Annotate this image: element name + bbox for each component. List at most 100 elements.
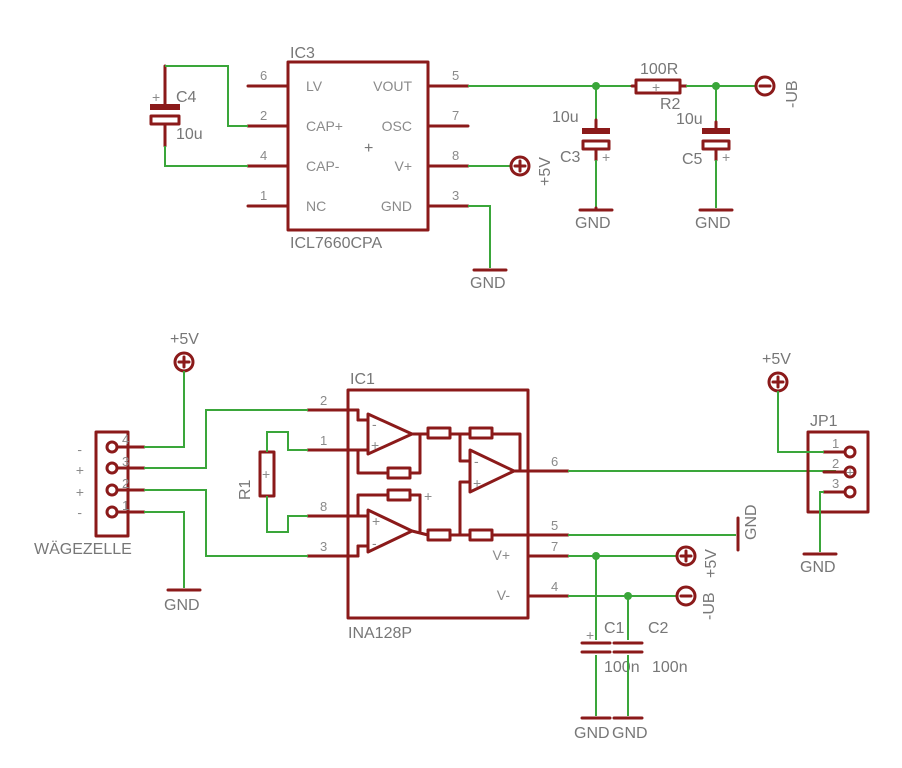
ic1-value: INA128P [348, 625, 412, 642]
int-resistor [386, 466, 412, 480]
loadcell-sign: + [76, 463, 84, 479]
ic1-pin-num: 6 [551, 454, 558, 469]
ic3-body [286, 60, 430, 232]
supply-5v-ic1: +5V [675, 545, 720, 578]
vcc-label: +5V [170, 331, 199, 348]
vcc-label: +5V [703, 549, 720, 578]
ic3-pin-num: 5 [452, 68, 459, 83]
wire-r1-bottom [266, 496, 308, 533]
wire-loadcell-signal-minus [144, 489, 308, 557]
ic3-pin-num: 2 [260, 108, 267, 123]
gnd-label: GND [800, 559, 836, 576]
gnd-label: GND [743, 504, 760, 540]
svg-text:+: + [846, 464, 854, 480]
neg-ub-label: -UB [701, 592, 718, 620]
gnd-symbol: GND [800, 552, 838, 576]
gnd-label: GND [695, 215, 731, 232]
ic1-pin-num: 2 [320, 393, 327, 408]
svg-text:-: - [372, 416, 377, 432]
ic3-pin-num: 6 [260, 68, 267, 83]
ic3-pin-name: CAP- [306, 158, 340, 174]
ic1-body [346, 388, 530, 620]
loadcell-sign: + [76, 485, 84, 501]
supply-5v-loadcell: +5V [170, 331, 199, 373]
int-resistor [386, 488, 412, 502]
wire-jp1-gnd [819, 491, 824, 552]
wire-r1-top [266, 431, 308, 452]
ic1: IC1 INA128P - + + - - + + [306, 371, 570, 642]
opamp-top: - + [366, 412, 414, 456]
ic1-pin-num: 5 [551, 518, 558, 533]
svg-text:-: - [474, 453, 479, 469]
opamp-output: - + [468, 448, 516, 494]
gnd-symbol: GND [164, 588, 202, 614]
svg-text:-: - [372, 535, 377, 551]
supply-5v-ic3: +5V [509, 155, 554, 186]
ic1-vminus: V- [497, 587, 511, 603]
ic1-origin-mark: + [424, 488, 432, 504]
int-resistor [468, 528, 494, 542]
svg-text:+: + [586, 627, 594, 643]
connector-jp1: 1 2 3 + JP1 [806, 413, 870, 514]
wire-loadcell-signal-plus [144, 409, 308, 469]
ic3-pin-num: 1 [260, 188, 267, 203]
c5-polarity: + [722, 149, 730, 165]
loadcell-pin: 1 [122, 498, 129, 513]
ic3-pin-name: GND [381, 198, 412, 214]
int-resistor [468, 426, 494, 440]
resistor-r2: + 100R R2 [630, 61, 688, 113]
ic3-pin-name: OSC [382, 118, 412, 134]
gnd-symbol: GND [575, 206, 614, 232]
ic3: IC3 ICL7660CPA + 6 2 4 1 LV CAP+ CAP- NC… [246, 45, 470, 252]
c5-value: 10u [676, 111, 703, 128]
opamp-bottom: + - [366, 508, 414, 554]
ic1-pin-num: 8 [320, 499, 327, 514]
ic1-pin-num: 4 [551, 579, 558, 594]
supply-5v-jp1: +5V [762, 351, 791, 393]
jp1-name: JP1 [810, 413, 838, 430]
gnd-symbol: GND [695, 208, 734, 232]
ic3-origin-mark: + [364, 140, 373, 157]
gnd-label: GND [470, 275, 506, 292]
loadcell-name: WÄGEZELLE [34, 540, 132, 558]
ic1-pin-num: 3 [320, 539, 327, 554]
capacitor-c2: C2 100n [612, 620, 688, 676]
supply-neg-ub-ic1: -UB [675, 585, 718, 620]
ic3-pin-num: 8 [452, 148, 459, 163]
ic1-pin-num: 7 [551, 539, 558, 554]
loadcell-pin: 4 [122, 432, 129, 447]
c2-value: 100n [652, 659, 688, 676]
ic1-name: IC1 [350, 371, 375, 388]
wire-c4-cap-plus [165, 65, 248, 127]
r2-value: 100R [640, 61, 678, 78]
gnd-symbol-rotated: GND [736, 504, 760, 552]
r2-name: R2 [660, 96, 681, 113]
c4-polarity: + [152, 89, 160, 105]
wire-loadcell-gnd [144, 511, 185, 588]
supply-neg-ub-top: -UB [754, 75, 801, 108]
gnd-symbol: GND [612, 716, 648, 742]
ic1-vplus: V+ [492, 547, 510, 563]
capacitor-c5: + 10u C5 [676, 111, 731, 168]
ic1-pin-num: 1 [320, 433, 327, 448]
capacitor-c3: + 10u C3 [552, 109, 611, 166]
c3-polarity: + [602, 149, 610, 165]
int-resistor [426, 426, 452, 440]
wire-loadcell-vcc [144, 371, 185, 448]
capacitor-c4: + C4 10u [149, 64, 203, 148]
ic3-pin-name: CAP+ [306, 118, 343, 134]
wire-ic3-gnd [468, 205, 491, 268]
ic3-pin-num: 4 [260, 148, 267, 163]
jp1-pin: 1 [832, 436, 839, 451]
ic3-pin-num: 3 [452, 188, 459, 203]
c2-name: C2 [648, 620, 669, 637]
c3-name: C3 [560, 149, 581, 166]
ic3-pin-name: VOUT [373, 78, 412, 94]
loadcell-sign: - [77, 507, 82, 523]
wire-c4-cap-minus [164, 146, 248, 167]
ic3-name: IC3 [290, 45, 315, 62]
loadcell-pin: 2 [122, 476, 129, 491]
vcc-label: +5V [762, 351, 791, 368]
svg-text:+: + [371, 437, 379, 453]
